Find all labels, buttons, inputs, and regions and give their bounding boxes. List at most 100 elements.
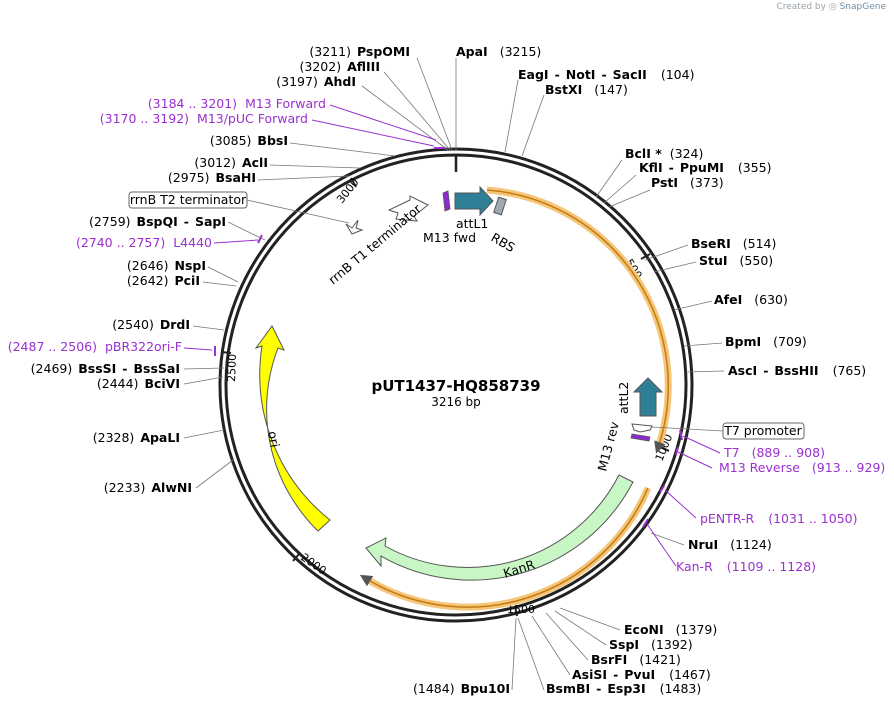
enzyme-apai-pos: (3215) [500, 44, 542, 59]
enzyme-afei-name: AfeI [714, 292, 742, 307]
enzyme-bpu10i-name: Bpu10I [461, 681, 510, 696]
enzyme-bpmi-pos: (709) [773, 334, 807, 349]
m13-rev-label: M13 rev [594, 419, 622, 472]
enzyme-aflii-pos: (3202) [300, 59, 342, 74]
rbs-label: RBS [489, 230, 518, 256]
enzyme-sspi-name: SspI [609, 637, 639, 652]
t7-promoter-label: T7 promoter [723, 423, 802, 438]
primer-pbr322ori-f-range: (2487 .. 2506) [8, 339, 97, 354]
enzyme-bcli-name: BclI * [625, 146, 662, 161]
primer-m13-reverse-name: M13 Reverse [719, 460, 800, 475]
enzyme-bsssi-name: BssSI [78, 361, 116, 376]
primer-t7: T7(889 .. 908) [723, 445, 825, 460]
primer-m13-reverse: M13 Reverse (913 .. 929) [719, 460, 885, 475]
enzyme-bstxi-pos: (147) [594, 82, 628, 97]
enzyme-acli-name: AclI [242, 155, 268, 170]
attl2-label: attL2 [616, 382, 631, 414]
primer-m13puc-forward-name: M13/pUC Forward [197, 111, 308, 126]
enzyme-bpmi: BpmI (709) [725, 334, 807, 349]
enzyme-drdi-name: DrdI [160, 317, 190, 332]
enzyme-asci-name: AscI [728, 363, 757, 378]
orf-arc-right-line [486, 189, 669, 454]
enzyme-bsmbi-name: BsmBI [546, 681, 590, 696]
snapgene-credit: Created by ◎ SnapGene [776, 2, 886, 12]
enzyme-bbsi: (3085)BbsI [210, 133, 288, 148]
enzyme-bspqi-pos: (2759) [89, 214, 131, 229]
primer-kan-r: Kan-R(1109 .. 1128) [676, 559, 816, 574]
enzyme-asci: AscI-BssHII(765) [728, 363, 866, 378]
enzyme-bsahi: (2975) BsaHI [168, 170, 256, 185]
enzyme-bcivi-name: BciVI [144, 376, 180, 391]
enzyme-bpmi-name: BpmI [725, 334, 761, 349]
tick-label-2500: 2500 [225, 354, 239, 382]
enzyme-kfli-name: KflI [639, 160, 663, 175]
enzyme-kfli-pos: (355) [738, 160, 772, 175]
enzyme-bsahi-pos: (2975) [168, 170, 210, 185]
enzyme-bsrfi: BsrFI(1421) [591, 652, 681, 667]
enzyme-ahdi-pos: (3197) [276, 74, 318, 89]
enzyme-sspi: SspI (1392) [609, 637, 693, 652]
primer-pbr322ori-f: (2487 .. 2506)pBR322ori-F [8, 339, 182, 354]
enzyme-psti-pos: (373) [690, 175, 724, 190]
enzyme-aflii: (3202)AflIII [300, 59, 380, 74]
enzyme-pvui-name: PvuI [624, 667, 655, 682]
attl1-label: attL1 [456, 216, 488, 231]
kanr-label: KanR [501, 557, 537, 581]
enzyme-bcivi: (2444) BciVI [97, 376, 180, 391]
m13-fwd-feature [442, 190, 451, 212]
enzyme-nrui-pos: (1124) [730, 537, 772, 552]
kanr-feature [365, 474, 634, 581]
enzyme-pcii: (2642)PciI [127, 273, 200, 288]
rbs-feature [493, 196, 507, 216]
enzyme-bsahi-name: BsaHI [215, 170, 256, 185]
enzyme-bsmbi-pos: (1483) [660, 681, 702, 696]
enzyme-pspomi: (3211)PspOMI [309, 44, 410, 59]
enzyme-noti-name: NotI [566, 67, 596, 82]
enzyme-pcii-name: PciI [174, 273, 200, 288]
enzyme-bcivi-pos: (2444) [97, 376, 139, 391]
primer-l4440-range: (2740 .. 2757) [76, 235, 165, 250]
enzyme-eagi: EagI-NotI-SacII(104) [518, 67, 694, 82]
enzyme-esp3i-name: Esp3I [607, 681, 645, 696]
enzyme-alwni: (2233)AlwNI [104, 480, 192, 495]
rrnb-t2-terminator-label: rrnB T2 terminator [130, 192, 247, 207]
plasmid-length: 3216 bp [431, 395, 481, 409]
enzyme-bsssai-name: BssSaI [134, 361, 181, 376]
enzyme-bsssi-pos: (2469) [31, 361, 73, 376]
enzyme-psti-name: PstI [651, 175, 678, 190]
primer-pentr-r-range: (1031 .. 1050) [768, 511, 857, 526]
primer-m13puc-forward-range: (3170 .. 3192) [100, 111, 189, 126]
primer-pentr-r-name: pENTR-R [700, 511, 755, 526]
enzyme-bspqi-name: BspQI [137, 214, 178, 229]
enzyme-drdi: (2540)DrdI [112, 317, 190, 332]
rrnb-t1-label: rrnB T1 terminator [325, 200, 424, 287]
credit-prefix: Created by [776, 2, 826, 12]
enzyme-asisi: AsiSI-PvuI(1467) [572, 667, 711, 682]
enzyme-bsrfi-pos: (1421) [639, 652, 681, 667]
enzyme-nspi: (2646)NspI [127, 258, 206, 273]
enzyme-bpu10i: (1484)Bpu10I [413, 681, 510, 696]
rrnb-t1-feature [387, 195, 429, 222]
enzyme-pspomi-pos: (3211) [309, 44, 351, 59]
enzyme-stui: StuI(550) [699, 253, 773, 268]
enzyme-ppumi-name: PpuMI [680, 160, 724, 175]
primer-t7-range: (889 .. 908) [752, 445, 825, 460]
enzyme-apai-name: ApaI [456, 44, 488, 59]
enzyme-stui-pos: (550) [740, 253, 774, 268]
enzyme-ahdi: (3197) AhdI [276, 74, 356, 89]
attl2-feature [632, 377, 664, 417]
enzyme-bseri-name: BseRI [691, 236, 731, 251]
enzyme-afei: AfeI (630) [714, 292, 788, 307]
enzyme-bspqi: (2759)BspQI-SapI [89, 214, 226, 229]
enzyme-bcli: BclI * (324) [625, 146, 703, 161]
enzyme-ahdi-name: AhdI [324, 74, 356, 89]
snapgene-logo-icon: ◎ [828, 2, 837, 12]
enzyme-psti: PstI (373) [651, 175, 724, 190]
enzyme-bcli-pos: (324) [670, 146, 704, 161]
enzyme-sspi-pos: (1392) [651, 637, 693, 652]
enzyme-apali-pos: (2328) [93, 430, 135, 445]
primer-m13-reverse-range: (913 .. 929) [812, 460, 885, 475]
enzyme-afei-pos: (630) [754, 292, 788, 307]
enzyme-eagi-name: EagI [518, 67, 549, 82]
